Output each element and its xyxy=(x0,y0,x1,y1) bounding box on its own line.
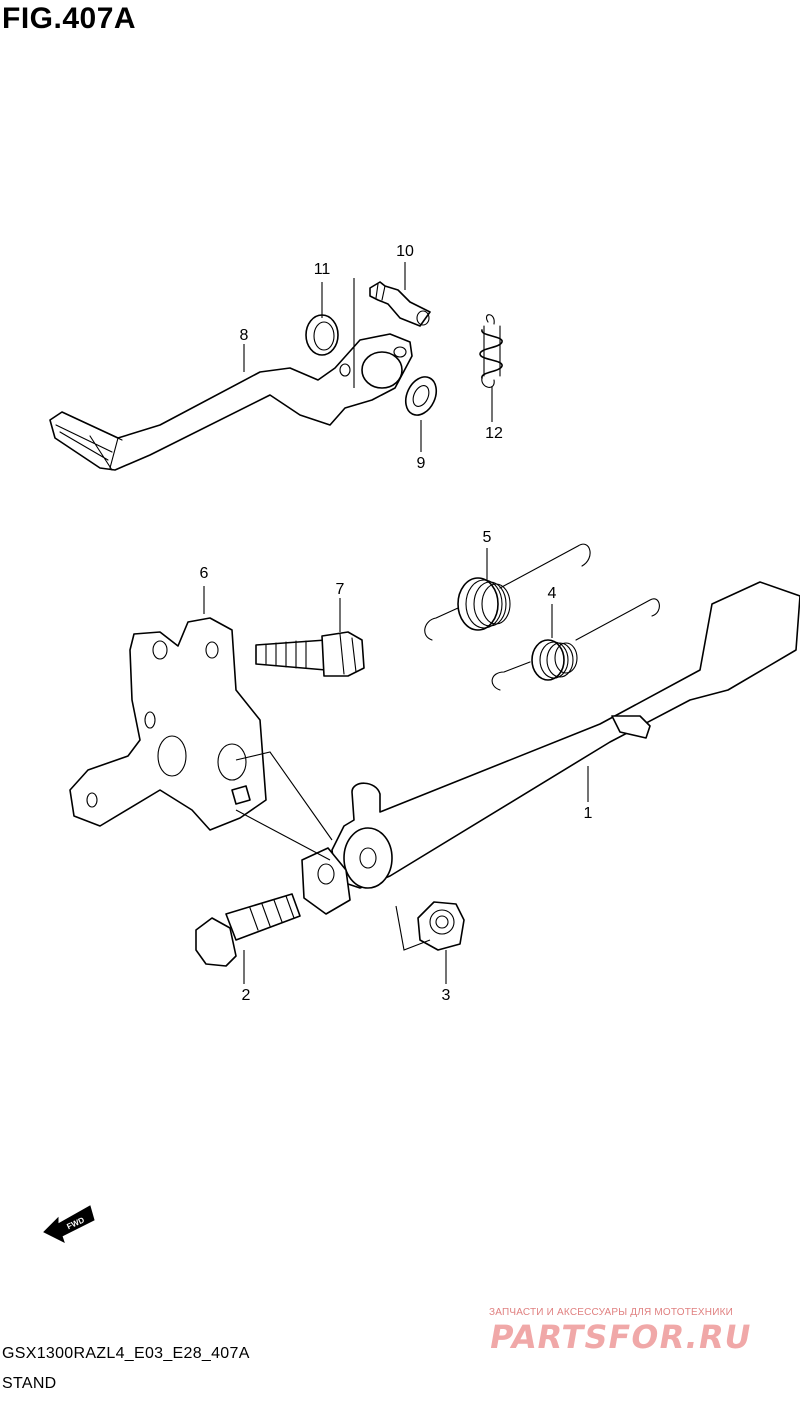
watermark-logo: PARTSFOR.RU xyxy=(486,1318,755,1356)
part-3-nut xyxy=(417,901,465,951)
part-6-bracket xyxy=(69,617,267,831)
part-1-side-stand xyxy=(331,581,800,889)
watermark-tagline: ЗАПЧАСТИ И АКСЕССУАРЫ ДЛЯ МОТОТЕХНИКИ xyxy=(489,1307,734,1318)
callout-3: 3 xyxy=(442,987,451,1004)
fwd-arrow-icon: FWD xyxy=(43,1205,95,1243)
callout-6: 6 xyxy=(200,565,209,582)
callout-9: 9 xyxy=(417,455,426,472)
model-code: GSX1300RAZL4_E03_E28_407A xyxy=(2,1345,250,1362)
callout-12: 12 xyxy=(485,425,503,442)
callout-5: 5 xyxy=(483,529,492,546)
callout-7: 7 xyxy=(336,581,345,598)
part-11-circlip xyxy=(305,314,339,356)
leader-lines xyxy=(203,262,589,984)
callout-4: 4 xyxy=(548,585,557,602)
part-7-bolt xyxy=(255,631,365,677)
callout-labels: 8 11 10 9 12 5 4 6 7 1 2 3 xyxy=(200,243,593,1004)
part-bushing xyxy=(301,847,351,915)
part-4-spring xyxy=(491,598,660,691)
callout-2: 2 xyxy=(242,987,251,1004)
callout-8: 8 xyxy=(240,327,249,344)
part-2-pivot-bolt xyxy=(195,893,301,967)
callout-10: 10 xyxy=(396,243,414,260)
callout-1: 1 xyxy=(584,805,593,822)
assembly-lines xyxy=(235,751,431,951)
part-10-pivot-pin xyxy=(353,278,431,388)
part-12-small-spring xyxy=(479,314,503,388)
figure-caption: STAND xyxy=(2,1375,57,1392)
part-9-washer xyxy=(404,376,438,416)
part-5-spring xyxy=(424,543,591,641)
part-8-pedal xyxy=(49,333,413,471)
callout-11: 11 xyxy=(314,261,331,278)
figure-title: FIG.407A xyxy=(2,2,137,35)
